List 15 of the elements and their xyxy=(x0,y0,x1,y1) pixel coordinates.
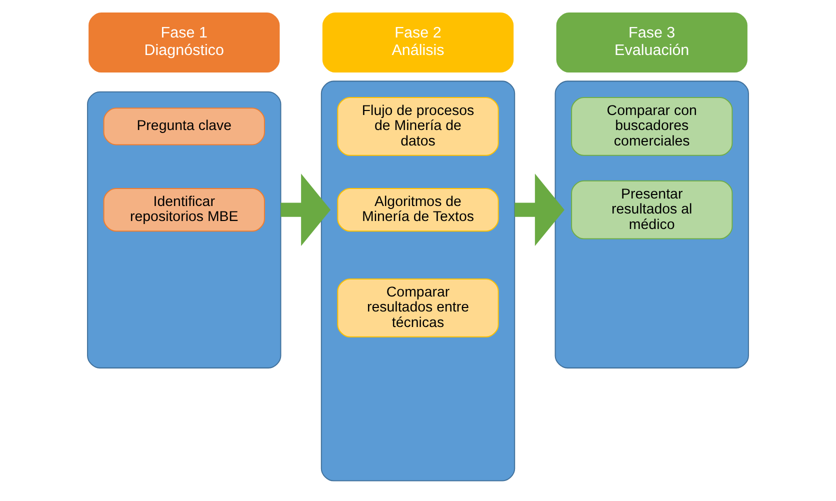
node-box: Comparar resultados entre técnicas xyxy=(337,278,499,337)
arrow xyxy=(280,173,331,246)
cluster xyxy=(554,80,749,368)
node-box: Fase 1 Diagnóstico xyxy=(88,12,280,72)
cluster xyxy=(87,90,282,368)
node-box: Pregunta clave xyxy=(103,107,265,145)
node-box: Presentar resultados al médico xyxy=(571,180,733,239)
node-box: Flujo de procesos de Minería de datos xyxy=(337,96,499,156)
cluster xyxy=(320,80,516,481)
node-box: Identificar repositorios MBE xyxy=(103,187,265,232)
node-box: Fase 2 Análisis xyxy=(322,12,514,72)
node-box: Algoritmos de Minería de Textos xyxy=(337,187,499,232)
arrow xyxy=(514,173,564,246)
node-box: Fase 3 Evaluación xyxy=(556,12,748,72)
node-box: Comparar con buscadores comerciales xyxy=(571,96,733,156)
